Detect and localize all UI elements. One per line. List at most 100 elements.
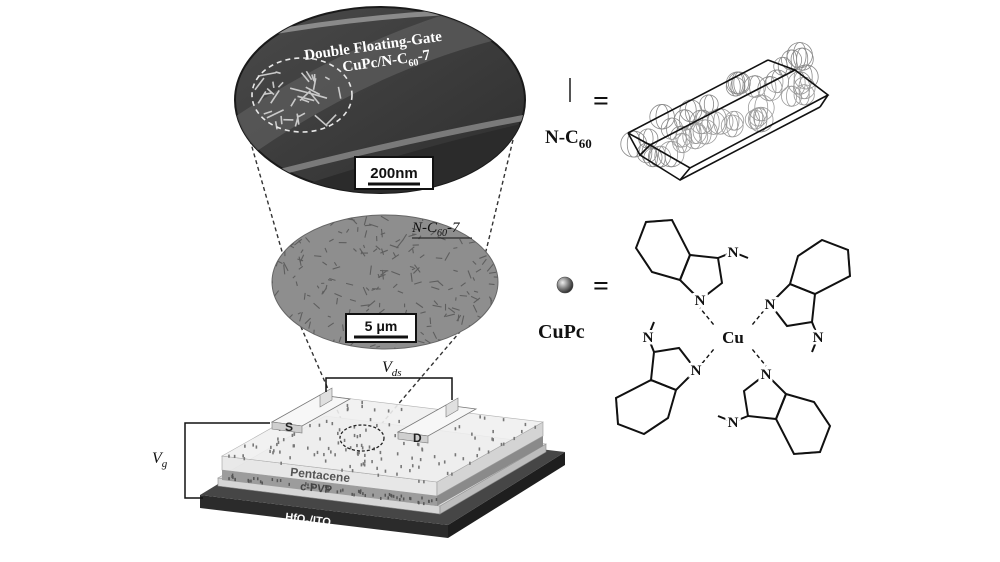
nanorod: [432, 304, 442, 308]
nanorod: [492, 346, 496, 349]
nanorod: [345, 282, 354, 286]
nanorod: [433, 300, 439, 306]
particle: [312, 485, 314, 489]
particle: [431, 499, 433, 503]
atom-n-pyrrole: N: [765, 297, 776, 313]
particle: [361, 400, 363, 405]
sem-mid-label: N-C60-7: [411, 220, 461, 239]
particle: [379, 450, 382, 455]
nanorod: [457, 333, 465, 340]
nanorod: [290, 243, 295, 247]
nanorod: [488, 283, 495, 286]
particle: [327, 489, 329, 493]
nanorod: [283, 261, 289, 272]
nanorod: [479, 255, 487, 259]
particle: [271, 478, 274, 482]
particle: [313, 453, 316, 457]
particle: [502, 442, 505, 446]
nanorod: [327, 322, 335, 328]
particle: [438, 462, 440, 466]
nanorod: [291, 327, 300, 334]
nanorod: [376, 345, 381, 348]
particle: [277, 440, 280, 445]
nanorod: [289, 332, 293, 335]
nanorod: [460, 282, 466, 287]
nanorod: [369, 344, 376, 348]
nanorod: [376, 286, 379, 291]
film-particles: [228, 473, 438, 506]
bond: [615, 401, 619, 421]
atom-n-pyrrole: N: [761, 367, 772, 383]
nanorod: [380, 269, 388, 276]
nanorod: [346, 228, 350, 233]
nanorod: [275, 260, 279, 267]
nanorod: [368, 223, 379, 228]
nanorod: [289, 87, 308, 94]
particle: [454, 453, 457, 457]
drain-riser: [445, 397, 459, 418]
bond: [647, 419, 665, 433]
nanorod: [420, 311, 426, 314]
projection-line-bottom-right: [377, 319, 471, 429]
nanorod: [488, 225, 493, 229]
nanorod: [292, 275, 296, 279]
nanorod: [431, 216, 437, 220]
particle: [361, 446, 364, 450]
bond: [717, 415, 734, 423]
nanorod: [391, 254, 400, 260]
nanorod: [362, 286, 368, 296]
nanorod: [350, 217, 358, 225]
nanorod: [298, 112, 306, 118]
bond: [649, 219, 669, 223]
nanorod: [375, 245, 381, 251]
nanorod: [419, 254, 425, 259]
fullerene-facet: [796, 47, 809, 71]
fullerene: [786, 42, 813, 69]
nanorod: [456, 314, 462, 322]
cupc-ball-symbol: [556, 276, 574, 294]
particle: [269, 449, 271, 454]
bond: [815, 405, 829, 423]
particle: [513, 436, 516, 441]
nanorod: [254, 77, 265, 91]
nanorod: [308, 92, 328, 99]
nanorod: [294, 115, 300, 127]
nanorod: [364, 230, 368, 238]
nanorod: [410, 272, 413, 282]
nanorod: [467, 270, 472, 279]
particle: [534, 425, 537, 429]
particle: [358, 451, 360, 455]
particle: [280, 461, 282, 465]
nanorod: [415, 302, 424, 309]
nanorod: [314, 255, 322, 257]
nanorod: [492, 238, 496, 241]
nanorod: [413, 267, 420, 274]
particle: [336, 490, 339, 494]
nanorod: [471, 341, 477, 349]
cupc-molecule-structure: [614, 218, 852, 456]
nanorod: [308, 321, 311, 329]
nanorod: [298, 265, 304, 270]
particle: [361, 404, 363, 409]
particle: [324, 484, 327, 488]
ring: [634, 218, 692, 282]
nanorod: [304, 317, 312, 325]
magnified-region-circle: [251, 57, 353, 133]
nanorod: [414, 281, 422, 285]
fullerene-facet: [798, 84, 810, 106]
atom-n-meso: N: [643, 330, 654, 346]
particle: [479, 415, 481, 419]
particle: [338, 428, 341, 432]
nanorod: [443, 313, 447, 318]
particle: [443, 460, 446, 464]
fullerene-facet: [729, 110, 740, 131]
particle: [411, 464, 414, 468]
particle: [345, 448, 347, 452]
layer-label-substrate: HfO2/ITO: [284, 511, 332, 531]
particle: [362, 492, 364, 496]
nanorod: [397, 290, 404, 294]
particle: [451, 472, 453, 476]
nanorod: [338, 336, 342, 343]
particle: [279, 479, 282, 483]
